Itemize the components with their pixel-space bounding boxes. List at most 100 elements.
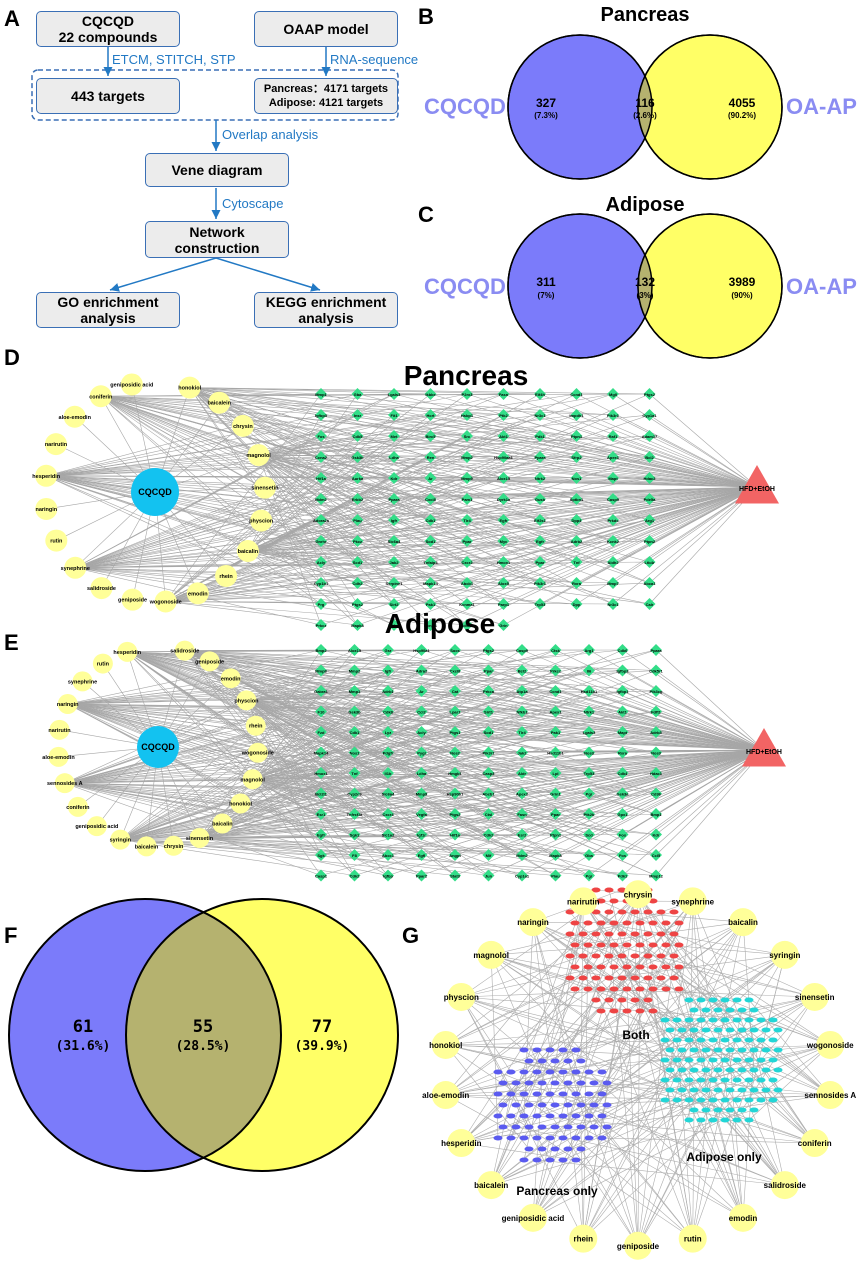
gene-node xyxy=(604,887,614,893)
network-nodes: CQCQDsalidrosidegeniposideemodinphyscion… xyxy=(42,640,786,882)
gene-node xyxy=(732,1017,742,1023)
edge-compound-gene xyxy=(532,922,615,1218)
edge-compound-gene xyxy=(490,954,603,1073)
edge-gene-target xyxy=(521,749,765,835)
gene-node xyxy=(576,1058,586,1064)
edge-compound-gene xyxy=(252,752,322,780)
gene-label: Gnrhr xyxy=(315,539,327,544)
edge-gene-target xyxy=(576,486,758,563)
edge-compound-gene xyxy=(120,813,657,840)
edge-gene-target xyxy=(649,486,758,605)
gene-node xyxy=(622,986,632,992)
edge-compound-gene xyxy=(246,700,355,815)
gene-label: Sod1 xyxy=(426,539,437,544)
gene-label: Src xyxy=(464,434,471,439)
edge-gene-target xyxy=(488,749,765,856)
edge-compound-gene xyxy=(595,901,693,935)
gene-label: Socs xyxy=(450,648,460,653)
gene-node xyxy=(604,931,614,937)
gene-node xyxy=(720,1057,730,1063)
edge-compound-gene xyxy=(532,921,654,924)
edge-gene-target xyxy=(539,486,758,521)
edge-compound-gene xyxy=(688,1079,831,1096)
gene-node xyxy=(558,1157,568,1163)
gene-node xyxy=(382,644,394,656)
edge-gene-target xyxy=(320,749,765,774)
gene-node xyxy=(382,705,394,718)
gene-node xyxy=(558,1047,568,1053)
edge-gene-target xyxy=(521,749,765,774)
venn-c-right-pct: (90%) xyxy=(731,291,753,300)
edge-compound-gene xyxy=(461,933,675,1144)
gene-label: Pik3r1 xyxy=(607,413,620,418)
gene-node xyxy=(348,869,361,882)
gene-label: Cyp2c9 xyxy=(347,791,362,796)
compound-node xyxy=(477,1171,506,1200)
gene-node xyxy=(348,726,361,738)
edge-compound-gene xyxy=(127,651,355,815)
edge-compound-gene xyxy=(562,894,639,1139)
edge-gene-target xyxy=(555,749,765,774)
edge-gene-target xyxy=(488,749,765,794)
edge-compound-gene xyxy=(445,1039,714,1046)
edge-compound-gene xyxy=(510,1094,831,1139)
edge-compound-gene xyxy=(184,650,657,671)
edge-gene-target xyxy=(503,486,758,542)
gene-node xyxy=(701,1007,711,1013)
edge-compound-gene xyxy=(64,782,322,815)
edge-compound-gene xyxy=(120,649,389,840)
edge-compound-gene xyxy=(75,456,614,569)
gene-node xyxy=(650,705,662,718)
edge-compound-gene xyxy=(583,901,695,1071)
gene-node xyxy=(749,1087,759,1093)
gene-node xyxy=(689,1087,699,1093)
edge-compound-gene xyxy=(626,894,639,924)
gene-node xyxy=(648,964,658,970)
edge-hub-compound xyxy=(154,454,259,493)
gene-node xyxy=(696,1097,706,1103)
edge-gene-target xyxy=(588,749,765,835)
gene-node xyxy=(696,1017,706,1023)
gene-label: Ptgs1 xyxy=(450,730,462,735)
gene-node xyxy=(576,1102,586,1108)
gene-label: Hsp90b1 xyxy=(447,791,464,796)
edge-compound-gene xyxy=(247,393,468,552)
edge-compound-gene xyxy=(536,1159,785,1186)
compound-node xyxy=(729,908,758,937)
gene-label: Cdk4 xyxy=(618,771,629,776)
edge-hub-compound xyxy=(154,402,220,493)
edge-compound-gene xyxy=(46,414,650,477)
gene-label: Akt1 xyxy=(499,434,508,439)
edge-compound-gene xyxy=(64,752,322,784)
edge-compound-gene xyxy=(502,1082,831,1096)
edge-compound-gene xyxy=(100,395,395,542)
edge-compound-gene xyxy=(64,772,657,784)
edge-compound-gene xyxy=(608,955,815,1144)
edge-gene-target xyxy=(622,749,765,856)
edge-compound-gene xyxy=(252,772,456,780)
edge-gene-target xyxy=(466,486,758,584)
compound-node xyxy=(45,529,68,552)
edge-compound-gene xyxy=(258,454,395,584)
edge-compound-gene xyxy=(199,837,590,876)
gene-node xyxy=(558,1091,568,1097)
edge-compound-gene xyxy=(199,649,322,839)
gene-label: Cyp1b1 xyxy=(314,581,329,586)
edge-compound-gene xyxy=(678,988,831,1046)
edge-compound-gene xyxy=(246,700,355,753)
edge-gene-target xyxy=(521,749,765,815)
edge-gene-target xyxy=(503,486,758,500)
edge-compound-gene xyxy=(64,772,456,784)
gene-node xyxy=(351,472,364,484)
edge-compound-gene xyxy=(67,649,322,705)
edge-gene-target xyxy=(503,414,758,488)
gene-node xyxy=(482,828,495,841)
edge-hub-compound xyxy=(100,396,156,493)
edge-compound-gene xyxy=(705,954,785,1011)
edge-compound-gene xyxy=(637,1119,702,1246)
gene-node xyxy=(607,472,619,484)
venn-b-mid-pct: (2.6%) xyxy=(633,111,657,120)
edge-compound-gene xyxy=(608,933,639,1246)
compound-node xyxy=(800,1129,829,1158)
edge-gene-target xyxy=(588,690,765,751)
